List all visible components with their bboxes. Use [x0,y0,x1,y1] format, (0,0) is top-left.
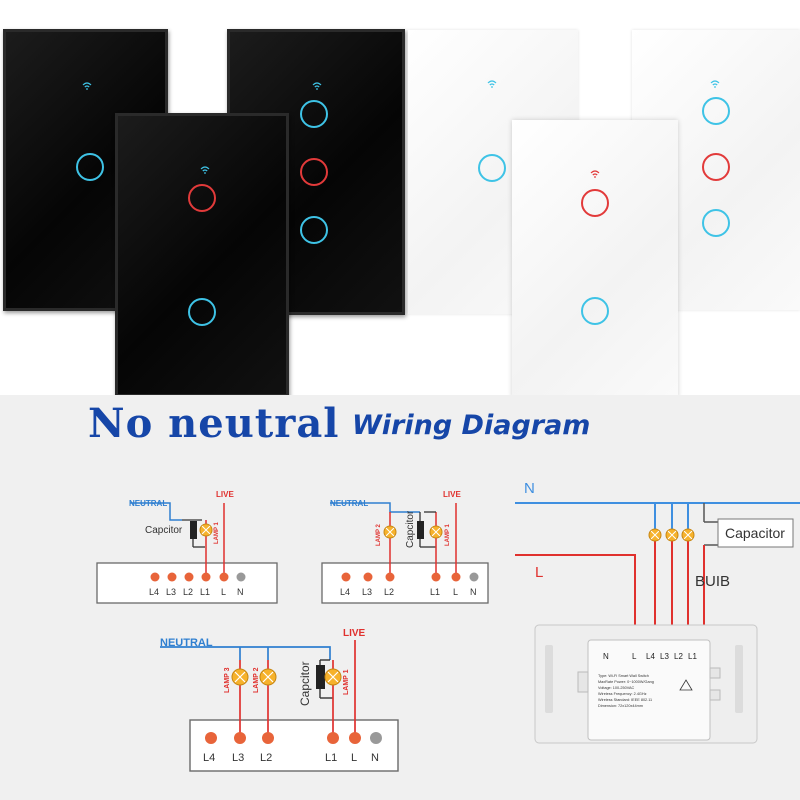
terminal-row: L4 L3 L2 L1 L N [149,572,246,597]
lamp-label: LAMP 2 [253,667,260,693]
wifi-icon [200,166,210,174]
lamp-label: LAMP 3 [224,667,231,693]
wiring-diagram-3-gang: NEUTRAL LIVE LAMP 3 LAMP 2 Capcitor LAMP… [160,628,399,772]
switch-terminal-block [96,562,278,604]
neutral-label: N [524,480,535,497]
photo-wiring-diagram: N L Capacitor BUIB N L L4 L3 [515,480,800,744]
capacitor-label: Capcitor [298,661,312,706]
lamp-label: LAMP 1 [343,669,350,695]
terminal-label: L3 [166,587,176,597]
terminal-label: L [351,752,357,764]
wifi-icon [487,80,497,88]
touch-button-1 [300,100,328,128]
lamp-label: LAMP 2 [376,523,382,546]
wifi-icon [710,80,720,88]
spec-line: Wireless Standard: IEEE 802.11 [598,698,652,702]
touch-button-1 [188,184,216,212]
terminal-label: L4 [646,652,655,661]
terminal-row: L4 L3 L2 L1 L N [340,572,479,597]
neutral-wire [160,646,331,660]
neutral-wire [330,502,420,513]
spec-line: Dimension: 72x120x44mm [598,704,643,708]
terminal-label: L [632,652,637,661]
touch-button-1 [76,153,104,181]
live-label: LIVE [343,628,366,639]
touch-button-2 [581,297,609,325]
capacitor [316,665,325,689]
switch-terminal-block [321,562,489,604]
terminal-label: L3 [232,752,244,764]
terminal-label: N [603,652,609,661]
touch-button-2 [702,153,730,181]
touch-button-1 [478,154,506,182]
touch-button-3 [300,216,328,244]
terminal-label: L1 [430,587,440,597]
touch-button-1 [581,189,609,217]
terminal-label: L2 [384,587,394,597]
spec-line: Voltage: 100-250VAC [598,686,634,690]
terminal-label: L2 [260,752,272,764]
spec-line: Type: Wi-Fi Smart Wall Switch [598,674,649,678]
wifi-icon [82,82,92,90]
touch-button-3 [702,209,730,237]
neutral-label: NEUTRAL [129,499,167,508]
wiring-diagram-1-gang: NEUTRAL LIVE Capcitor LAMP 1 L4 L3 L2 L1… [96,490,278,604]
wiring-diagram-2-gang: NEUTRAL LIVE LAMP 2 Capcitor LAMP 1 L4 L… [321,490,489,604]
terminal-label: L1 [325,752,337,764]
live-label: LIVE [216,490,234,499]
capacitor-label: Capcitor [405,510,416,548]
page-subtitle: Wiring Diagram [352,410,591,441]
switch-terminal-block [189,719,399,772]
touch-button-2 [188,298,216,326]
lamp-label: LAMP 1 [214,521,220,544]
terminal-label: L3 [362,587,372,597]
live-wire [515,554,636,630]
page-title: No neutral [88,400,340,447]
terminal-label: L [453,587,458,597]
terminal-label: L2 [674,652,683,661]
touch-button-1 [702,97,730,125]
capacitor [190,521,197,539]
terminal-label: L4 [203,752,215,764]
terminal-label: L4 [149,587,159,597]
terminal-row: L4 L3 L2 L1 L N [203,732,382,764]
white-switch-2-gang [512,120,678,398]
black-switch-2-gang [115,113,289,397]
lamp-label: LAMP 1 [445,523,451,546]
warning-icon [679,679,693,691]
terminal-label: L2 [183,587,193,597]
capacitor-label: Capcitor [145,525,183,536]
terminal-label: N [371,752,379,764]
terminal-label: L1 [688,652,697,661]
live-label: L [535,564,543,581]
neutral-label: NEUTRAL [330,499,368,508]
terminal-label: N [237,587,244,597]
terminal-label: L1 [200,587,210,597]
neutral-label: NEUTRAL [160,637,213,649]
live-label: LIVE [443,490,461,499]
wifi-icon [590,170,600,178]
capacitor-label: Capacitor [725,525,785,541]
spec-line: Wireless Frequency: 2.4GHz [598,692,647,696]
terminal-label: L3 [660,652,669,661]
capacitor [717,518,794,548]
bulb-label: BUIB [695,573,730,590]
neutral-wire [130,502,182,521]
capacitor [417,521,424,539]
wifi-icon [312,82,322,90]
spec-line: MaxRate Power: 0~1000W/Gang [598,680,654,684]
terminal-label: L4 [340,587,350,597]
terminal-label: N [470,587,477,597]
touch-button-2 [300,158,328,186]
terminal-label: L [221,587,226,597]
